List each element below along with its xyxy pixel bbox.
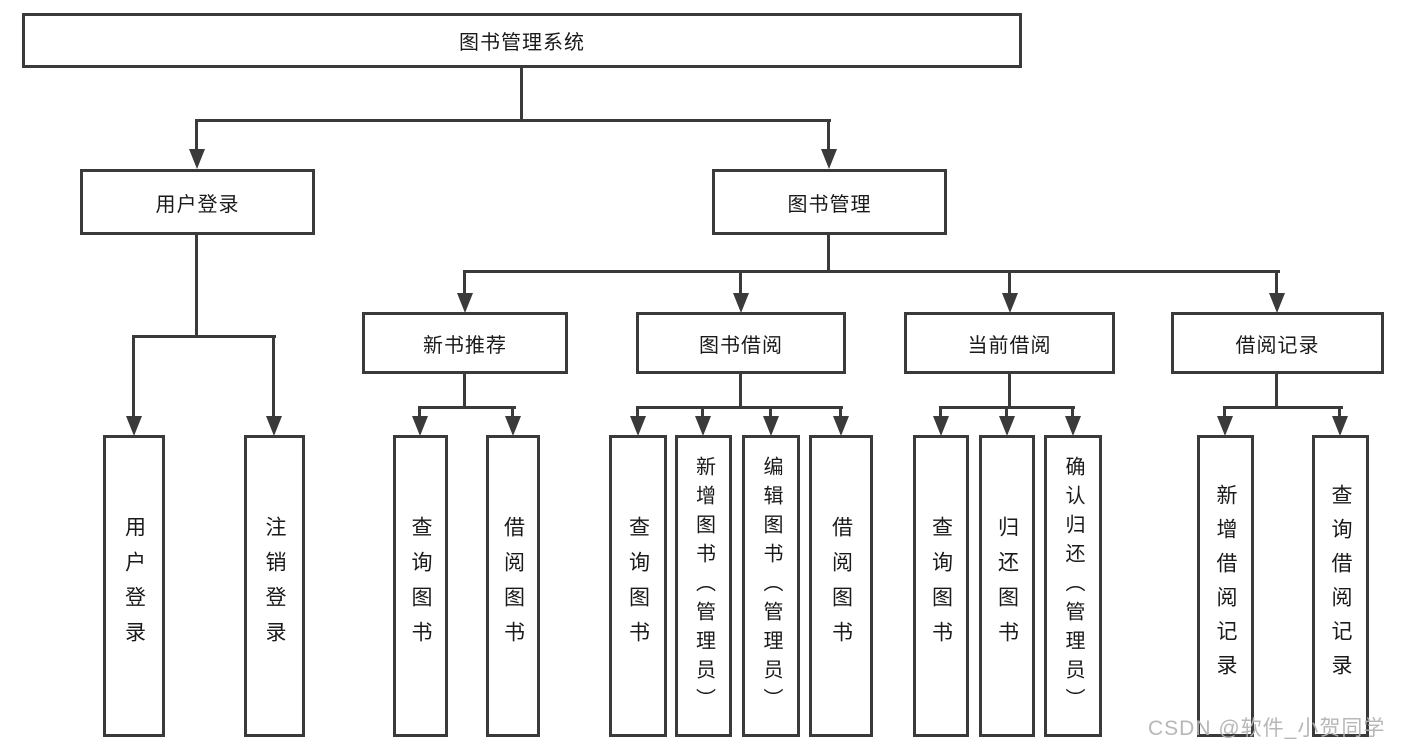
leaf-confirm-return-admin-label: 确认归还（管理员） bbox=[1062, 455, 1084, 717]
connector-line bbox=[196, 119, 831, 122]
node-book-borrowing-label: 图书借阅 bbox=[699, 334, 783, 357]
leaf-add-borrow-record: 新增借阅记录 bbox=[1197, 435, 1254, 737]
node-user-login: 用户登录 bbox=[80, 169, 315, 235]
leaf-borrow-books: 借阅图书 bbox=[809, 435, 873, 737]
connector-line bbox=[511, 406, 514, 418]
connector-line bbox=[195, 119, 198, 152]
connector-line bbox=[701, 406, 704, 418]
connector-line bbox=[195, 235, 198, 337]
node-current-borrowing: 当前借阅 bbox=[904, 312, 1115, 374]
arrowhead-down-icon bbox=[505, 416, 521, 436]
leaf-add-books-admin-label: 新增图书（管理员） bbox=[692, 455, 715, 717]
leaf-query-books-borrowing-label: 查询图书 bbox=[626, 516, 650, 656]
leaf-query-books-current: 查询图书 bbox=[913, 435, 969, 737]
connector-line bbox=[1223, 406, 1226, 418]
node-new-book-recommend-label: 新书推荐 bbox=[423, 334, 507, 357]
arrowhead-down-icon bbox=[733, 293, 749, 313]
connector-line bbox=[636, 406, 843, 409]
leaf-return-books: 归还图书 bbox=[979, 435, 1035, 737]
arrowhead-down-icon bbox=[695, 416, 711, 436]
arrowhead-down-icon bbox=[1269, 293, 1285, 313]
connector-line bbox=[1008, 374, 1011, 408]
leaf-edit-books-admin: 编辑图书（管理员） bbox=[742, 435, 800, 737]
leaf-return-books-label: 归还图书 bbox=[995, 516, 1019, 656]
leaf-logout-label: 注销登录 bbox=[263, 516, 286, 656]
leaf-add-borrow-record-label: 新增借阅记录 bbox=[1214, 484, 1237, 688]
connector-line bbox=[636, 406, 639, 418]
arrowhead-down-icon bbox=[126, 416, 142, 436]
connector-line bbox=[418, 406, 516, 409]
arrowhead-down-icon bbox=[266, 416, 282, 436]
arrowhead-down-icon bbox=[1002, 293, 1018, 313]
connector-line bbox=[1223, 406, 1343, 409]
connector-line bbox=[827, 235, 830, 272]
node-borrow-records-label: 借阅记录 bbox=[1235, 334, 1320, 357]
connector-line bbox=[463, 270, 466, 296]
connector-line bbox=[1071, 406, 1074, 418]
leaf-query-books-recommend: 查询图书 bbox=[393, 435, 448, 737]
arrowhead-down-icon bbox=[999, 416, 1015, 436]
leaf-query-borrow-record-label: 查询借阅记录 bbox=[1329, 484, 1352, 688]
connector-line bbox=[418, 406, 421, 418]
arrowhead-down-icon bbox=[833, 416, 849, 436]
leaf-borrow-books-recommend: 借阅图书 bbox=[486, 435, 540, 737]
connector-line bbox=[1005, 406, 1008, 418]
arrowhead-down-icon bbox=[933, 416, 949, 436]
node-new-book-recommend: 新书推荐 bbox=[362, 312, 568, 374]
node-book-borrowing: 图书借阅 bbox=[636, 312, 846, 374]
leaf-borrow-books-recommend-label: 借阅图书 bbox=[501, 516, 525, 656]
connector-line bbox=[132, 335, 135, 418]
connector-line bbox=[1275, 270, 1278, 296]
connector-line bbox=[520, 68, 523, 121]
connector-line bbox=[1275, 374, 1278, 408]
arrowhead-down-icon bbox=[412, 416, 428, 436]
arrowhead-down-icon bbox=[821, 149, 837, 169]
leaf-query-books-borrowing: 查询图书 bbox=[609, 435, 667, 737]
connector-line bbox=[132, 335, 276, 338]
watermark-text: CSDN @软件_小贺同学 bbox=[1148, 717, 1386, 740]
leaf-confirm-return-admin: 确认归还（管理员） bbox=[1044, 435, 1102, 737]
connector-line bbox=[739, 374, 742, 408]
leaf-user-login-label: 用户登录 bbox=[122, 516, 146, 656]
arrowhead-down-icon bbox=[1217, 416, 1233, 436]
arrowhead-down-icon bbox=[630, 416, 646, 436]
leaf-query-books-recommend-label: 查询图书 bbox=[409, 516, 432, 656]
connector-line bbox=[939, 406, 942, 418]
leaf-borrow-books-label: 借阅图书 bbox=[829, 516, 853, 656]
connector-line bbox=[827, 119, 830, 152]
leaf-user-login: 用户登录 bbox=[103, 435, 165, 737]
connector-line bbox=[463, 374, 466, 408]
node-root: 图书管理系统 bbox=[22, 13, 1022, 68]
connector-line bbox=[839, 406, 842, 418]
connector-line bbox=[1338, 406, 1341, 418]
arrowhead-down-icon bbox=[1332, 416, 1348, 436]
node-root-label: 图书管理系统 bbox=[459, 32, 585, 54]
node-borrow-records: 借阅记录 bbox=[1171, 312, 1384, 374]
arrowhead-down-icon bbox=[1065, 416, 1081, 436]
connector-line bbox=[739, 270, 742, 296]
arrowhead-down-icon bbox=[189, 149, 205, 169]
connector-line bbox=[463, 270, 1280, 273]
leaf-logout: 注销登录 bbox=[244, 435, 305, 737]
leaf-query-books-current-label: 查询图书 bbox=[929, 516, 953, 656]
leaf-query-borrow-record: 查询借阅记录 bbox=[1312, 435, 1369, 737]
leaf-edit-books-admin-label: 编辑图书（管理员） bbox=[760, 455, 782, 717]
connector-line bbox=[1008, 270, 1011, 296]
node-book-management-label: 图书管理 bbox=[787, 193, 872, 216]
connector-line bbox=[272, 335, 275, 418]
connector-line bbox=[769, 406, 772, 418]
node-user-login-label: 用户登录 bbox=[155, 193, 240, 216]
leaf-add-books-admin: 新增图书（管理员） bbox=[675, 435, 732, 737]
node-book-management: 图书管理 bbox=[712, 169, 947, 235]
arrowhead-down-icon bbox=[457, 293, 473, 313]
node-current-borrowing-label: 当前借阅 bbox=[967, 334, 1052, 357]
arrowhead-down-icon bbox=[763, 416, 779, 436]
